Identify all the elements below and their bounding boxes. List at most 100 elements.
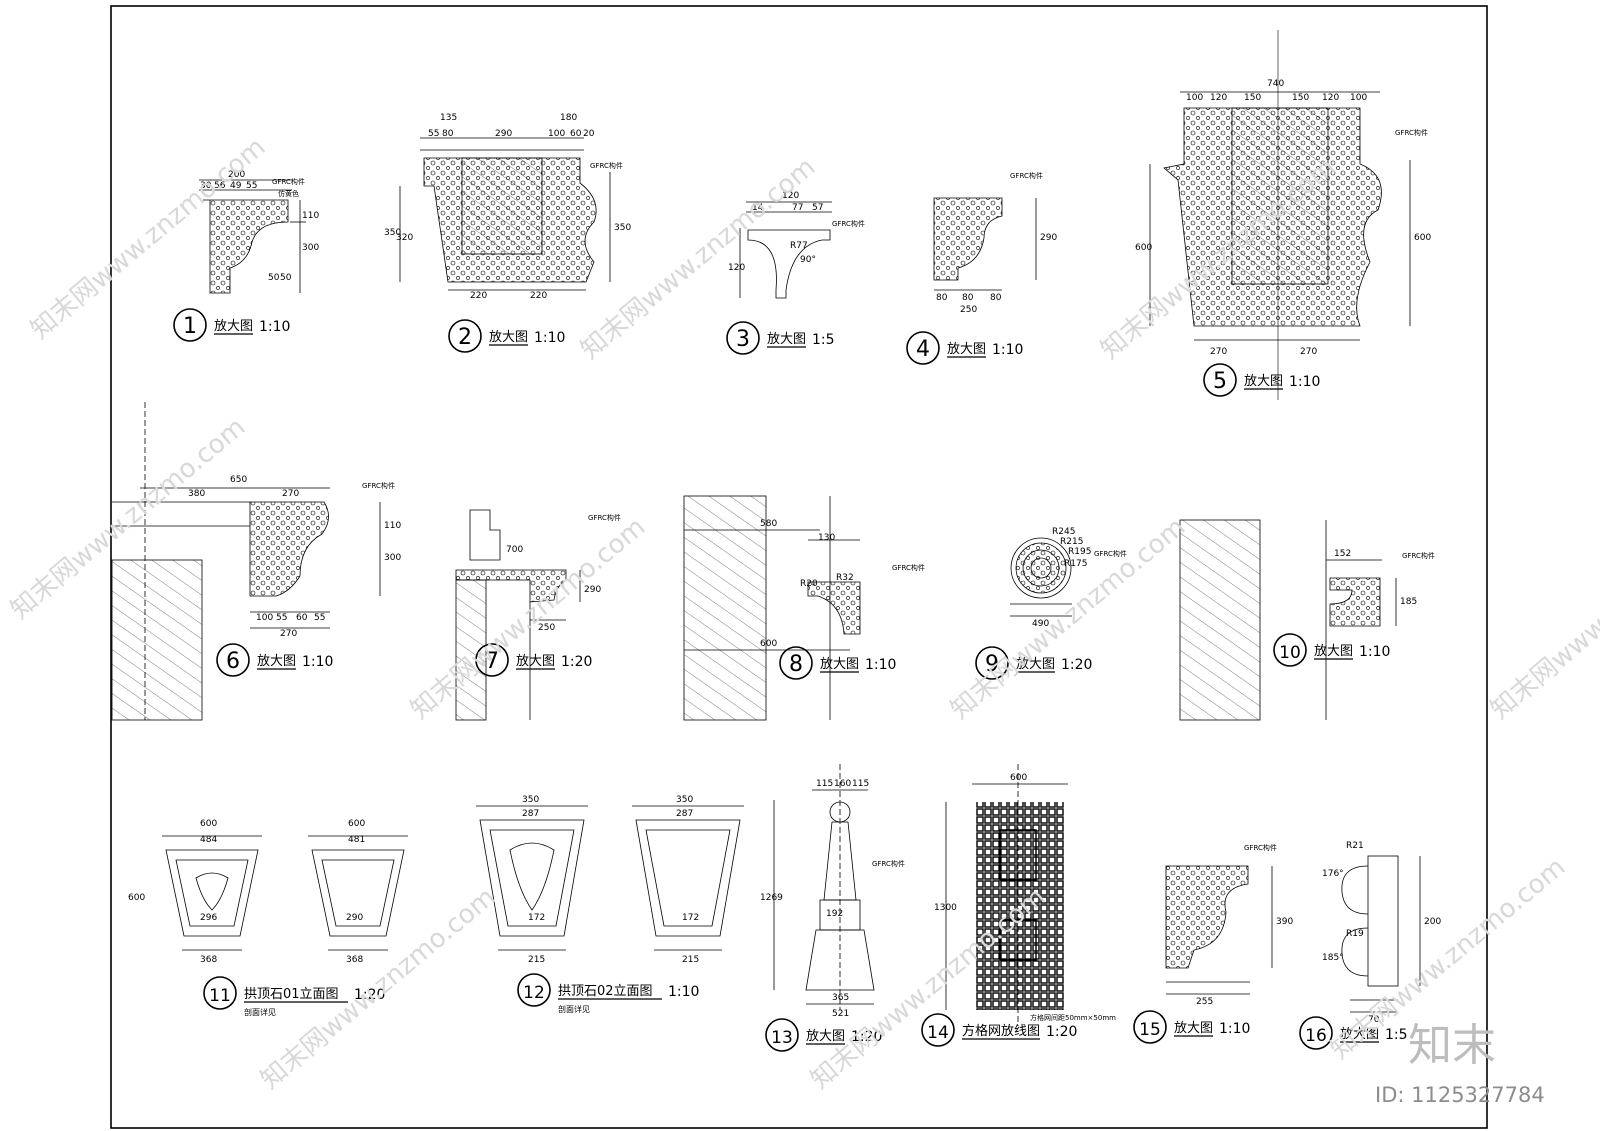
detail-number-circle [203,976,237,1010]
dim-9-a: R245 [1052,527,1075,537]
detail-9-dims: R245 R215 R195 R175 490 [1032,527,1091,629]
detail-number: 1 [183,314,197,339]
detail-13-dims: 115 160 115 1269 192 365 521 [760,779,869,1019]
dim-5-j: 270 [1300,347,1317,357]
detail-number: 8 [789,652,803,677]
dim-15-b: 390 [1276,917,1293,927]
detail-label-5: 5 放大图 1:10 [1203,363,1320,397]
detail-1-dims: 200 30 56 49 55 110 300 50 50 [200,170,319,283]
detail-number: 13 [771,1028,793,1048]
detail-12-dims: 350 287 172 215 350 287 172 215 [522,795,699,965]
detail-title: 放大图 [516,654,555,669]
dim-1-f: 110 [302,211,319,221]
dim-8-b: 130 [818,533,835,543]
detail-number-circle [448,319,482,353]
detail-title: 放大图 [1174,1021,1213,1036]
detail-title: 放大图 [1016,657,1055,672]
detail-number-circle [216,643,250,677]
dim-13-a: 115 [816,779,833,789]
detail-scale: 1:20 [1046,1024,1077,1040]
dim-3-f: R77 [790,241,808,251]
detail-7-dims: 700 250 290 [506,545,601,633]
detail-scale: 1:10 [259,319,290,335]
dim-6-g: 55 [276,613,287,623]
dim-3-a: 120 [782,191,799,201]
detail-8-dims: 580 130 600 R20 R32 [760,519,854,649]
detail-title: 放大图 [1340,1027,1379,1042]
detail-number-circle [921,1013,955,1047]
detail-5-drawing [1149,91,1411,341]
detail-1-drawing [199,179,306,294]
note-1-gfrc: GFRC构件 [272,177,305,186]
dim-4-d: 80 [990,293,1002,303]
detail-10-drawing [1179,519,1397,721]
dim-1-e: 55 [246,181,257,191]
detail-number: 12 [523,983,545,1003]
detail-2-dims: 135 55 80 290 180 100 60 20 350 320 350 … [384,113,631,301]
dim-12-f: 287 [676,809,693,819]
detail-number-circle [1299,1016,1333,1050]
dim-3-e: 120 [728,263,745,273]
dim-3-c: 57 [812,203,823,213]
dim-5-e: 150 [1292,93,1309,103]
detail-title: 放大图 [1244,374,1283,389]
detail-4-drawing [933,197,1037,291]
dim-9-d: R175 [1064,559,1087,569]
dim-5-f: 120 [1322,93,1339,103]
dim-11-a: 600 [200,819,217,829]
dim-4-b: 80 [936,293,948,303]
dim-13-e: 192 [826,909,843,919]
dim-11-i: 368 [346,955,363,965]
detail-number-circle [517,973,551,1007]
detail-title: 放大图 [489,330,528,345]
detail-2-drawing [399,137,611,291]
note-6-gfrc: GFRC构件 [362,481,395,490]
note-5-gfrc: GFRC构件 [1395,128,1428,137]
dim-5-i: 270 [1210,347,1227,357]
dim-5-c: 120 [1210,93,1227,103]
detail-number-circle [765,1018,799,1052]
detail-15-dims: 255 390 [1196,917,1293,1007]
dim-6-j: 270 [280,629,297,639]
detail-number: 5 [1213,369,1227,394]
detail-number: 7 [485,649,499,674]
dim-5-b: 100 [1186,93,1203,103]
detail-scale: 1:10 [1289,374,1320,390]
detail-title: 拱顶石02立面图 [558,984,653,999]
id-watermark: ID: 1125327784 [1375,1083,1545,1107]
dim-16-d: R19 [1346,929,1364,939]
dim-11-d: 296 [200,913,217,923]
dim-1-c: 56 [214,181,226,191]
detail-scale: 1:10 [1359,644,1390,660]
dim-5-h: 600 [1135,243,1152,253]
detail-scale: 1:5 [812,332,835,348]
dim-14-a: 600 [1010,773,1027,783]
detail-scale: 1:10 [302,654,333,670]
dim-16-b: 176° [1322,869,1344,879]
dim-11-e: 368 [200,955,217,965]
detail-number: 10 [1279,643,1301,663]
dim-2-c: 80 [442,129,454,139]
dim-2-l: 220 [470,291,487,301]
detail-12-drawing [476,805,744,951]
detail-number: 16 [1305,1026,1327,1046]
detail-number-circle [726,321,760,355]
dim-2-f: 100 [548,129,565,139]
note-10-gfrc: GFRC构件 [1402,551,1435,560]
detail-16-dims: R21 176° 200 R19 185° 70 [1322,841,1441,1025]
detail-number-circle [906,331,940,365]
dim-16-f: 70 [1368,1015,1380,1025]
detail-15-drawing [1165,865,1273,995]
detail-3-dims: 120 77 57 14 120 R77 90° [728,191,823,273]
detail-subnote: 剖面详见 [244,1007,276,1017]
detail-number-circle [1273,633,1307,667]
